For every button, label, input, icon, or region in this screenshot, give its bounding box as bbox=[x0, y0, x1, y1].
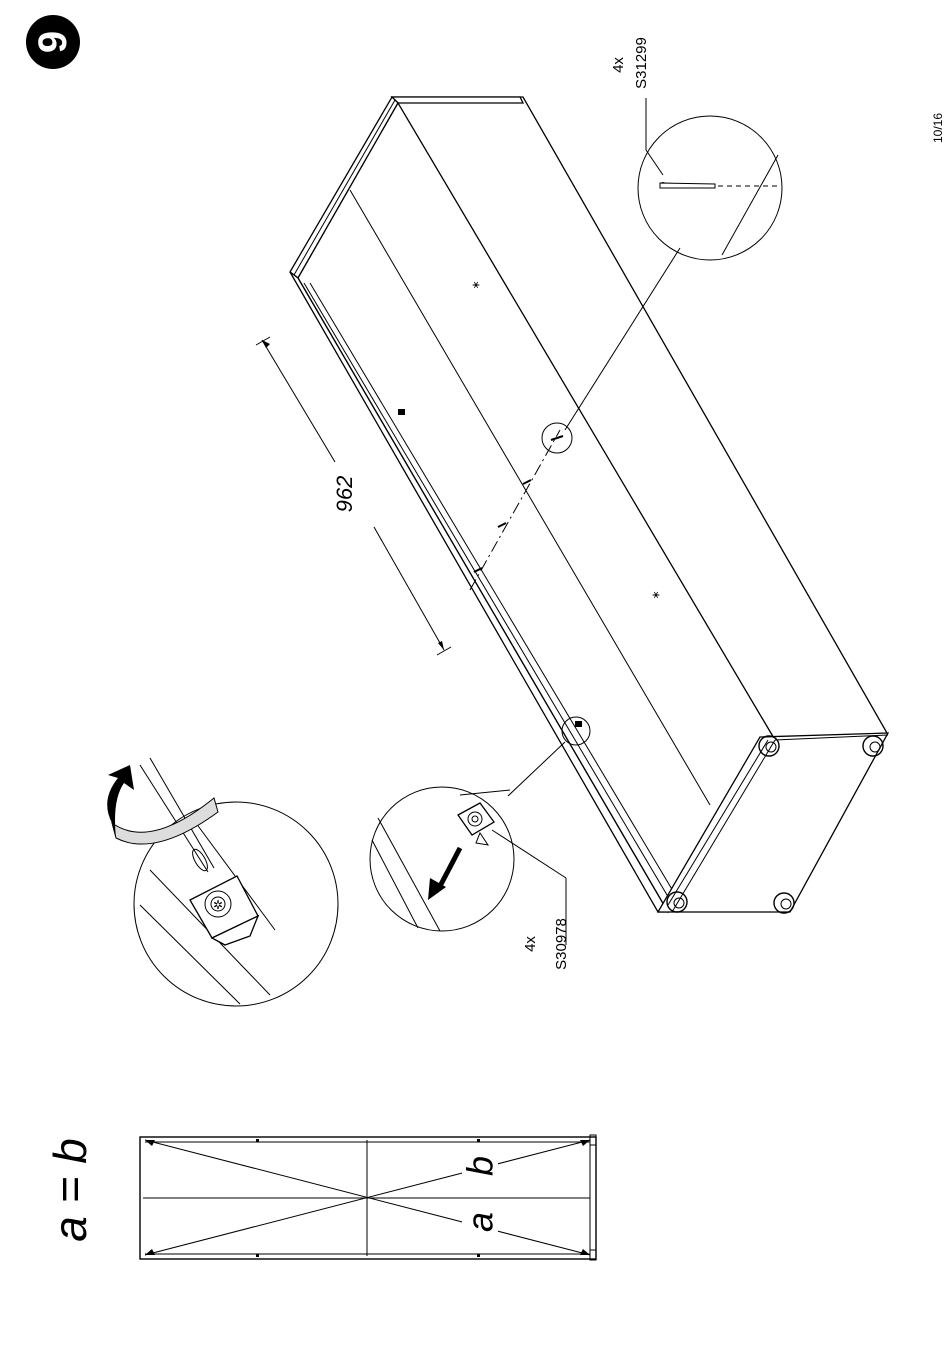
part-code: S30978 bbox=[553, 918, 570, 970]
part-code: S31299 bbox=[633, 37, 650, 89]
dimension-value: 962 bbox=[332, 476, 357, 513]
diagonal-label-b: b bbox=[460, 1156, 501, 1176]
screwdriver-detail: ✲ bbox=[107, 758, 338, 1006]
step-number: 9 bbox=[31, 31, 75, 53]
diagonal-check: a = b b a bbox=[44, 1135, 596, 1260]
cam-fitting-detail bbox=[370, 742, 566, 945]
part-quantity: 4x bbox=[522, 936, 539, 952]
part-label-s31299: 4x S31299 bbox=[610, 37, 650, 89]
part-quantity: 4x bbox=[610, 57, 627, 73]
svg-text:⚹: ⚹ bbox=[652, 587, 659, 601]
svg-text:⚹: ⚹ bbox=[472, 277, 479, 291]
part-label-s30978: 4x S30978 bbox=[522, 918, 570, 970]
svg-text:✲: ✲ bbox=[213, 898, 223, 912]
page-indicator: 10/16 bbox=[931, 113, 945, 143]
diagonal-label-a: a bbox=[460, 1212, 501, 1232]
cabinet-body: ⚹ ⚹ bbox=[290, 97, 888, 913]
step-number-badge: 9 bbox=[26, 15, 80, 69]
diagonal-equation: a = b bbox=[44, 1138, 96, 1242]
